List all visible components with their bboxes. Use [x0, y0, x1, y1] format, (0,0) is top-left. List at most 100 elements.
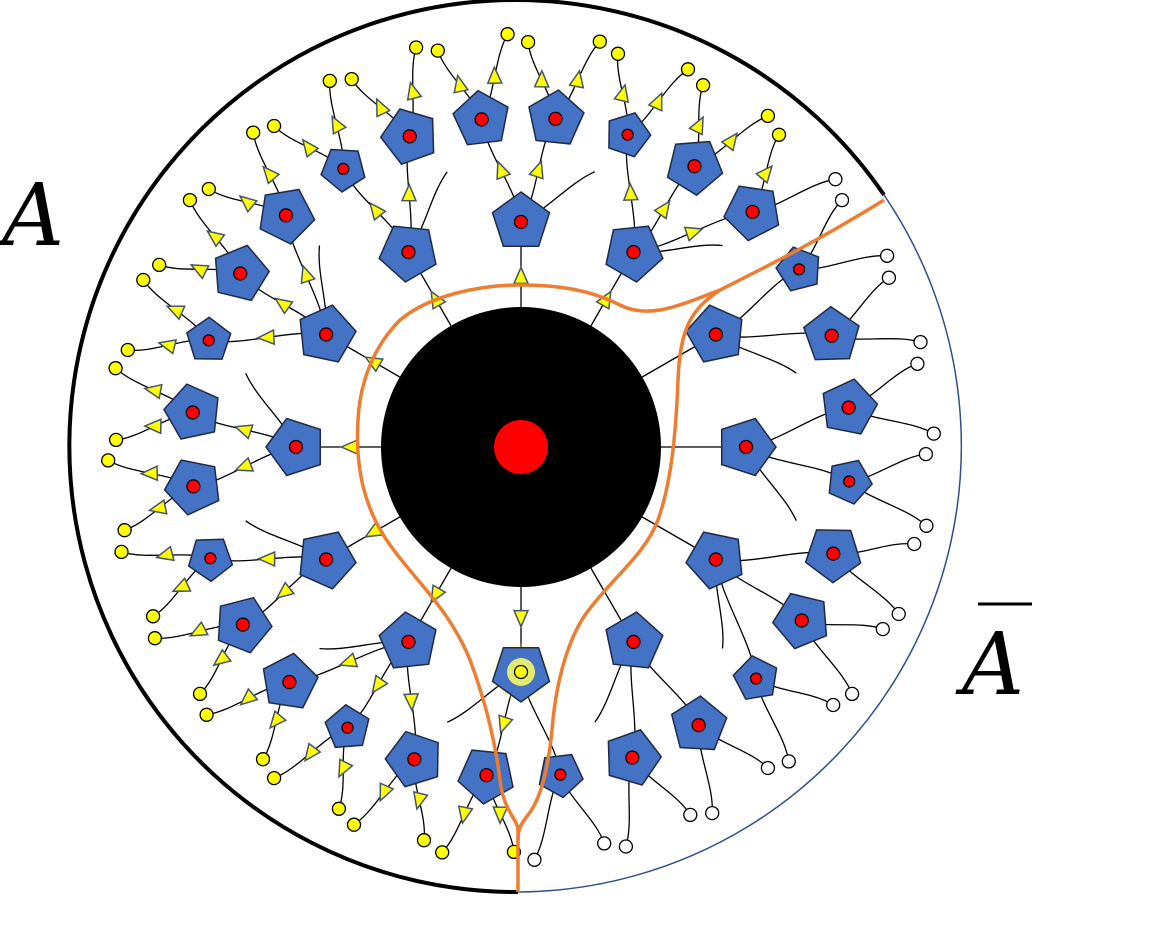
tensor-red-dot — [185, 405, 200, 420]
arrow-leaf — [268, 709, 288, 730]
tensor-red-dot — [186, 479, 201, 494]
boundary-leaf-yellow — [266, 770, 282, 786]
arrow-leaf — [262, 165, 281, 185]
boundary-leaf-white — [919, 518, 934, 533]
tensor-red-dot — [749, 672, 763, 685]
arrow-leaf — [720, 131, 739, 152]
boundary-leaf-yellow — [136, 272, 151, 288]
boundary-leaf-white — [918, 446, 934, 462]
entanglement-cut-line — [355, 198, 885, 892]
tensor-red-dot — [794, 613, 809, 628]
boundary-leaf-yellow — [331, 801, 347, 816]
boundary-leaf-yellow — [201, 181, 216, 197]
boundary-leaf-yellow — [182, 192, 198, 208]
boundary-leaf-yellow — [346, 817, 362, 832]
boundary-leaf-white — [913, 334, 928, 350]
arrow-leaf — [301, 138, 320, 159]
arrow-leaf — [613, 83, 630, 104]
boundary-leaf-white — [618, 839, 634, 854]
boundary-region-a — [67, 0, 886, 895]
arrow-inner-outer — [683, 226, 704, 243]
boundary-leaf-yellow — [101, 453, 116, 468]
arrow-leaf — [492, 806, 509, 826]
arrow-leaf — [205, 229, 226, 248]
arrow-inner-outer — [273, 297, 294, 315]
boundary-leaf-yellow — [255, 752, 271, 767]
arrow-inner-outer — [275, 581, 296, 600]
arrow-leaf — [165, 305, 186, 321]
tensor-red-dot — [687, 159, 702, 174]
boundary-leaf-yellow — [430, 43, 445, 58]
tensor-red-dot — [548, 111, 563, 126]
boundary-leaf-yellow — [592, 34, 607, 49]
arrow-inner-outer — [653, 199, 671, 220]
boundary-region-a-bar — [517, 194, 963, 893]
tensor-red-dot — [554, 768, 567, 781]
arrow-leaf — [188, 620, 209, 637]
boundary-leaf-yellow — [520, 34, 536, 50]
arrow-leaf — [142, 383, 163, 400]
boundary-leaf-white — [597, 836, 612, 851]
arrow-inner-outer — [255, 328, 276, 346]
tensor-red-dot — [474, 112, 489, 127]
tensor-red-dot — [745, 204, 760, 220]
arrow-inner-outer — [233, 456, 255, 472]
arrow-leaf — [238, 194, 259, 214]
tensor-red-dot — [625, 750, 640, 765]
tensor-red-dot — [278, 208, 294, 223]
boundary-leaf-white — [881, 270, 897, 285]
arrow-inner-outer — [402, 692, 420, 713]
arrow-core-inner — [512, 609, 530, 629]
tensor-red-dot — [233, 266, 248, 281]
tensor-red-dot — [513, 214, 529, 230]
boundary-leaf-white — [828, 172, 843, 187]
boundary-leaf-yellow — [680, 62, 696, 77]
label-region-a-bar: A — [955, 615, 1024, 715]
label-region-a: A — [0, 166, 64, 266]
boundary-leaf-yellow — [108, 361, 123, 376]
arrow-leaf — [453, 73, 470, 94]
arrow-leaf — [486, 65, 503, 85]
arrow-inner-outer — [496, 159, 512, 181]
boundary-leaf-yellow — [695, 78, 711, 93]
arrow-core-inner — [339, 438, 359, 456]
arrow-leaf — [154, 545, 175, 562]
arrow-leaf — [375, 97, 392, 118]
boundary-leaf-yellow — [344, 71, 359, 87]
arrow-inner-outer — [233, 424, 254, 440]
arrow-leaf — [338, 758, 354, 779]
tensor-red-dot — [626, 245, 641, 260]
tensor-red-dot — [708, 327, 723, 342]
boundary-leaf-yellow — [145, 609, 161, 624]
arrow-leaf — [379, 782, 395, 803]
tensor-red-dot — [202, 334, 215, 347]
tensor-red-dot — [282, 674, 297, 690]
arrow-leaf — [457, 805, 474, 826]
arrow-leaf — [647, 91, 663, 112]
boundary-leaf-yellow — [246, 125, 261, 140]
boundary-leaf-white — [879, 248, 895, 263]
arrow-leaf — [189, 264, 210, 280]
boundary-leaf-yellow — [114, 544, 129, 560]
arrow-inner-outer — [300, 264, 317, 285]
arrow-leaf — [139, 465, 159, 482]
arrow-leaf — [303, 742, 322, 763]
entanglement-cut-line-inner — [516, 288, 721, 841]
tensor-red-dot — [479, 768, 494, 783]
boundary-leaf-white — [826, 697, 841, 713]
tensor-red-dot — [621, 128, 634, 141]
boundary-leaf-yellow — [120, 342, 135, 358]
tensor-red-dot — [826, 546, 841, 561]
arrow-leaf — [142, 418, 162, 435]
tensor-red-dot — [288, 439, 304, 455]
arrow-leaf — [754, 164, 774, 185]
arrow-leaf — [239, 687, 259, 706]
boundary-leaf-yellow — [416, 833, 432, 848]
arrow-leaf — [533, 68, 550, 88]
arrow-leaf — [212, 648, 233, 667]
tensor-red-dot — [401, 245, 416, 260]
boundary-leaf-white — [683, 807, 698, 823]
arrow-leaf — [406, 80, 423, 101]
tensor-red-dot — [841, 400, 856, 415]
